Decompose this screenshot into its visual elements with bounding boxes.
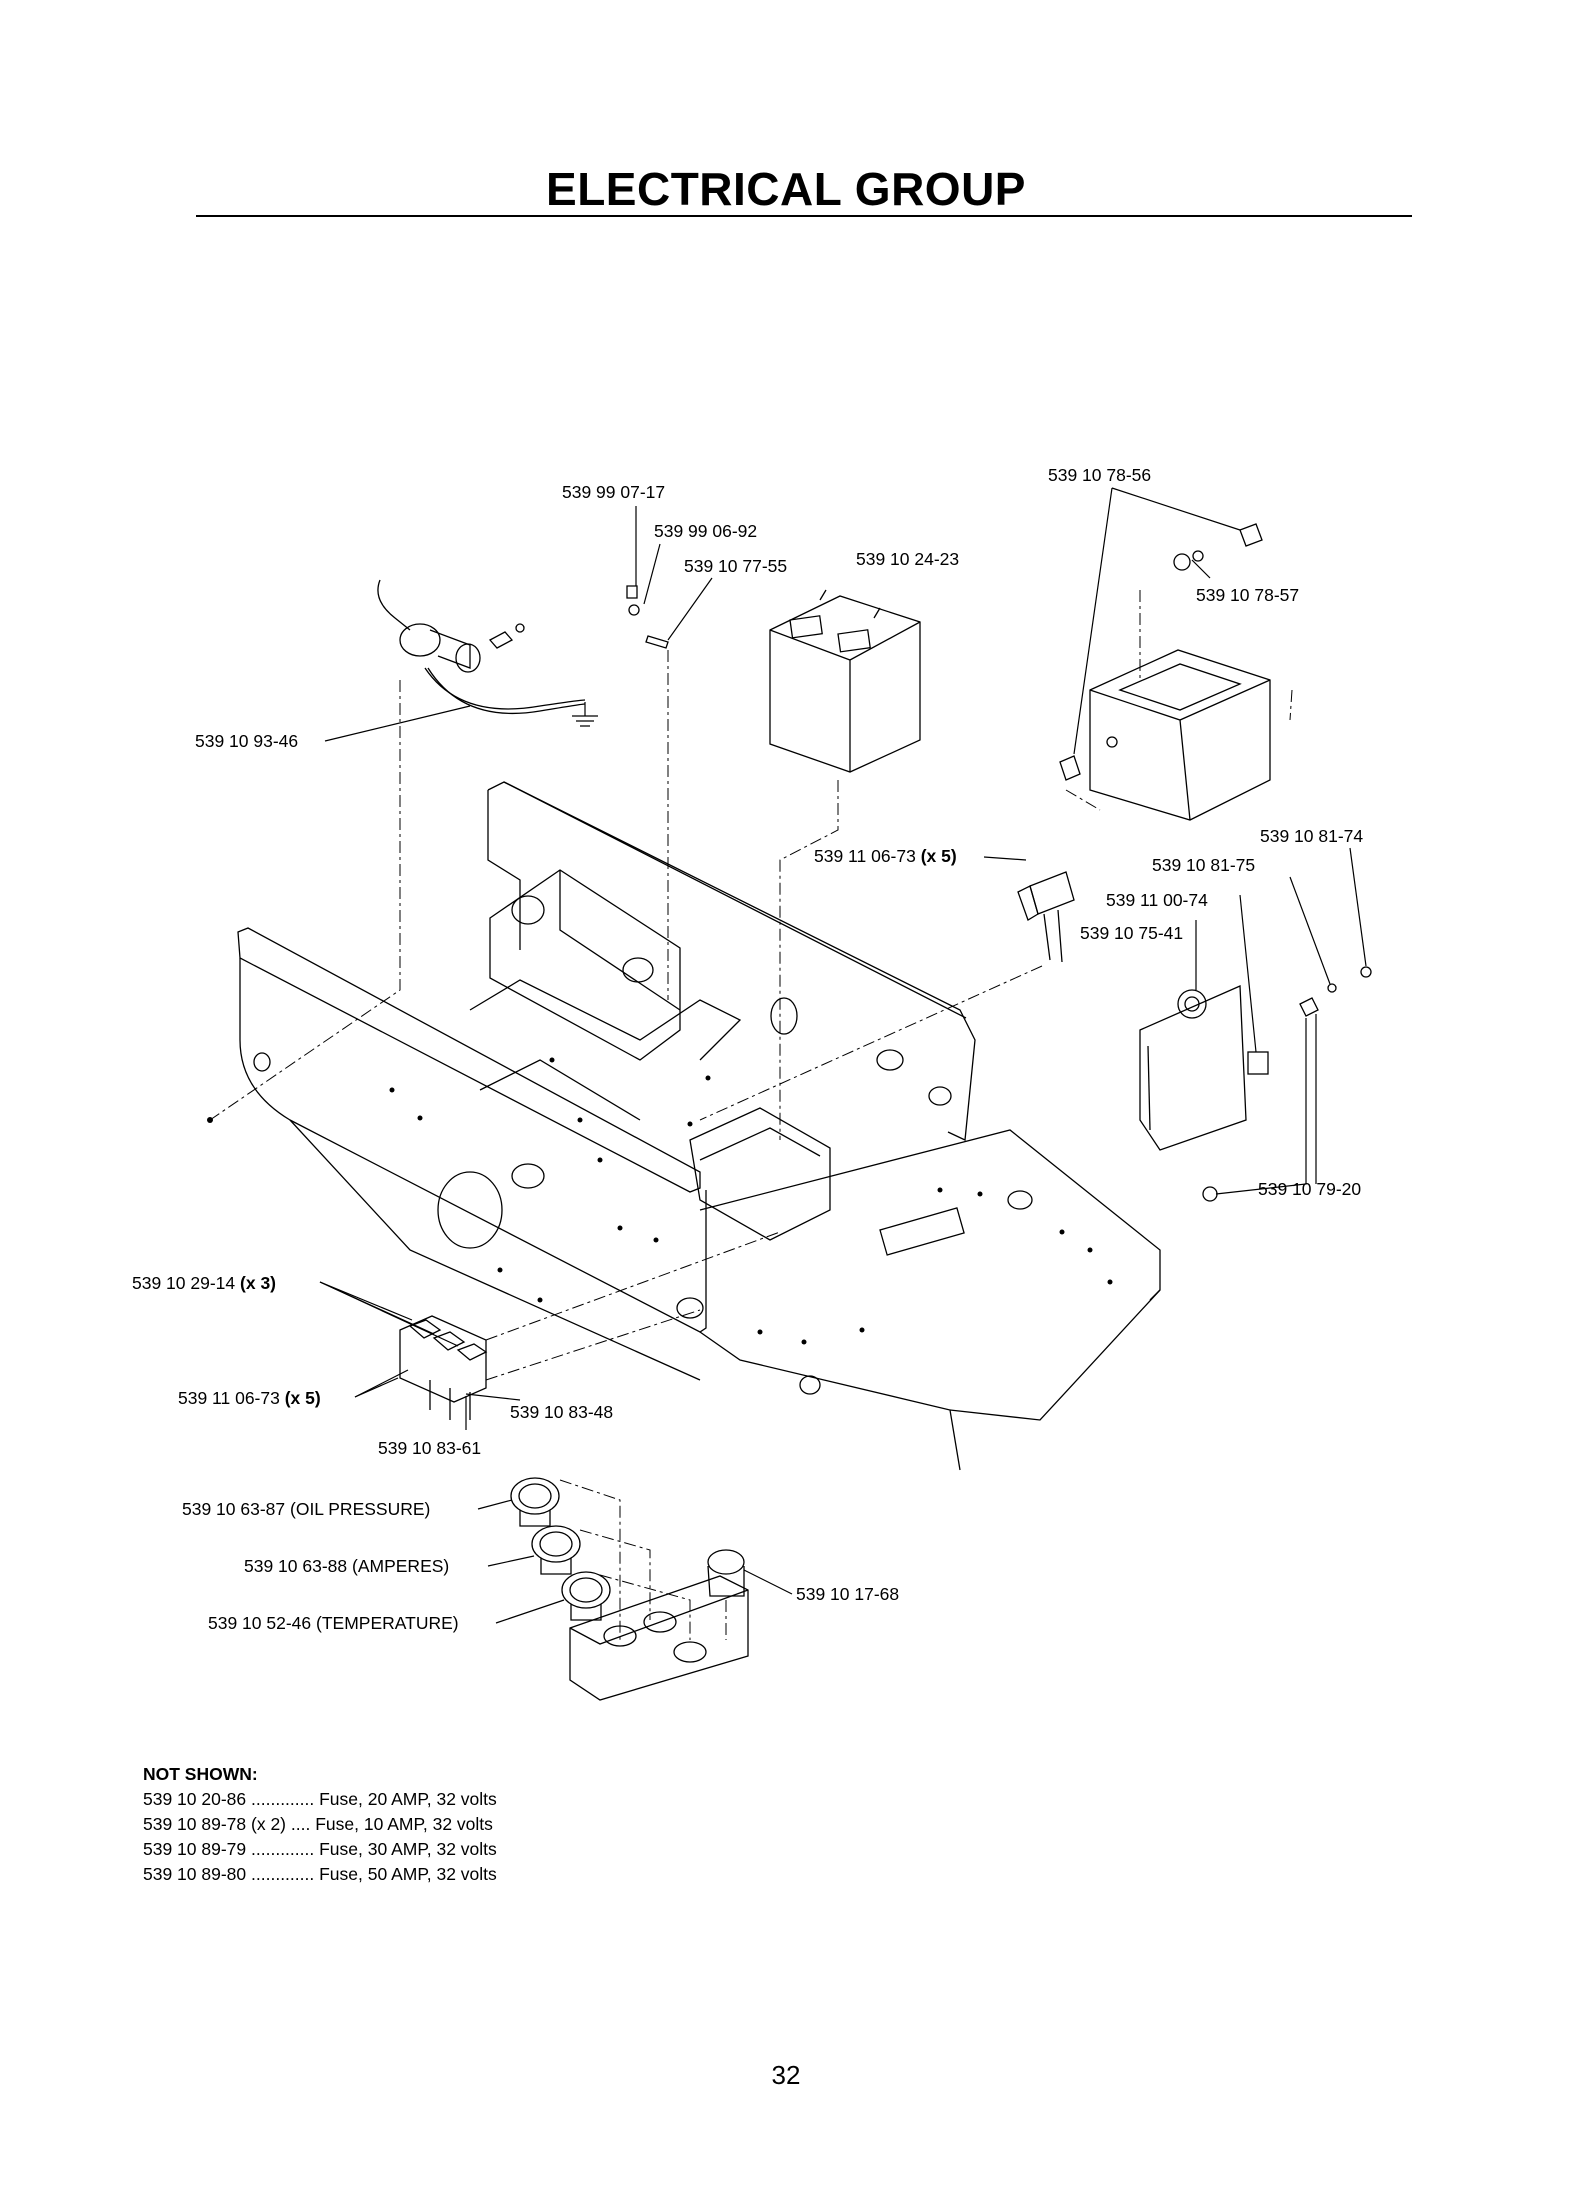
list-item: 539 10 89-78 (x 2) .... Fuse, 10 AMP, 32… (143, 1812, 497, 1837)
key-switch (707, 1549, 745, 1597)
ignition-bracket (1139, 966, 1372, 1202)
hardware-bolt-washer (626, 585, 669, 649)
part-number: 539 10 89-78 (x 2) (143, 1814, 287, 1834)
list-item: 539 10 20-86 ............. Fuse, 20 AMP,… (143, 1787, 497, 1812)
part-number: 539 10 20-86 (143, 1789, 247, 1809)
part-label: 539 10 78-56 (1048, 465, 1151, 485)
quantity: (x 5) (285, 1388, 321, 1408)
part-label: 539 10 83-61 (378, 1438, 481, 1458)
leader-dots: .... (286, 1814, 316, 1834)
part-description: Fuse, 20 AMP, 32 volts (319, 1789, 497, 1809)
leader-dots: ............. (246, 1789, 320, 1809)
part-label: 539 11 06-73 (x 5) (178, 1388, 321, 1408)
part-label: 539 10 63-88 (AMPERES) (244, 1556, 449, 1576)
list-item: 539 10 89-80 ............. Fuse, 50 AMP,… (143, 1862, 497, 1887)
relay-connector (1017, 871, 1075, 963)
gauges (510, 1477, 611, 1621)
leader-dots: ............. (246, 1864, 320, 1884)
part-number: 539 11 06-73 (178, 1388, 280, 1408)
not-shown-list: NOT SHOWN: 539 10 20-86 ............. Fu… (143, 1762, 497, 1887)
quantity: (x 5) (921, 846, 957, 866)
part-label: 539 99 07-17 (562, 482, 665, 502)
routing-lines (209, 590, 1293, 1640)
part-number: 539 10 89-80 (143, 1864, 247, 1884)
fuel-solenoid-assembly (377, 579, 525, 673)
battery-cover (1059, 523, 1271, 821)
part-label: 539 10 24-23 (856, 549, 959, 569)
part-label: 539 10 52-46 (TEMPERATURE) (208, 1613, 459, 1633)
part-labels: 539 99 07-17 539 99 06-92 539 10 77-55 5… (132, 465, 1363, 1633)
ground-cable (424, 667, 598, 727)
part-label: 539 10 63-87 (OIL PRESSURE) (182, 1499, 430, 1519)
title-rule (196, 215, 1412, 217)
page-number: 32 (771, 2060, 801, 2090)
circuit-breakers (399, 1315, 488, 1420)
part-label: 539 10 77-55 (684, 556, 787, 576)
battery (769, 589, 921, 773)
part-label: 539 10 93-46 (195, 731, 298, 751)
quantity: (x 3) (240, 1273, 276, 1293)
part-label: 539 10 79-20 (1258, 1179, 1361, 1199)
leader-dots: ............. (246, 1839, 320, 1859)
part-label: 539 10 81-74 (1260, 826, 1363, 846)
page-title: ELECTRICAL GROUP (546, 163, 1026, 215)
part-label: 539 10 29-14 (x 3) (132, 1273, 276, 1293)
list-item: 539 10 89-79 ............. Fuse, 30 AMP,… (143, 1837, 497, 1862)
part-number: 539 10 29-14 (132, 1273, 235, 1293)
part-number: 539 10 89-79 (143, 1839, 247, 1859)
part-label: 539 10 75-41 (1080, 923, 1183, 943)
instrument-panel (569, 1575, 749, 1701)
leader-lines (319, 487, 1367, 1624)
part-label: 539 10 78-57 (1196, 585, 1299, 605)
part-label: 539 99 06-92 (654, 521, 757, 541)
part-label: 539 10 17-68 (796, 1584, 899, 1604)
part-description: Fuse, 30 AMP, 32 volts (319, 1839, 497, 1859)
part-description: Fuse, 10 AMP, 32 volts (315, 1814, 493, 1834)
part-label: 539 11 06-73 (x 5) (814, 846, 957, 866)
not-shown-heading: NOT SHOWN: (143, 1764, 258, 1784)
part-number: 539 11 06-73 (814, 846, 916, 866)
chassis-frame (207, 781, 1161, 1471)
part-description: Fuse, 50 AMP, 32 volts (319, 1864, 497, 1884)
part-label: 539 11 00-74 (1106, 890, 1208, 910)
part-label: 539 10 81-75 (1152, 855, 1255, 875)
part-label: 539 10 83-48 (510, 1402, 613, 1422)
